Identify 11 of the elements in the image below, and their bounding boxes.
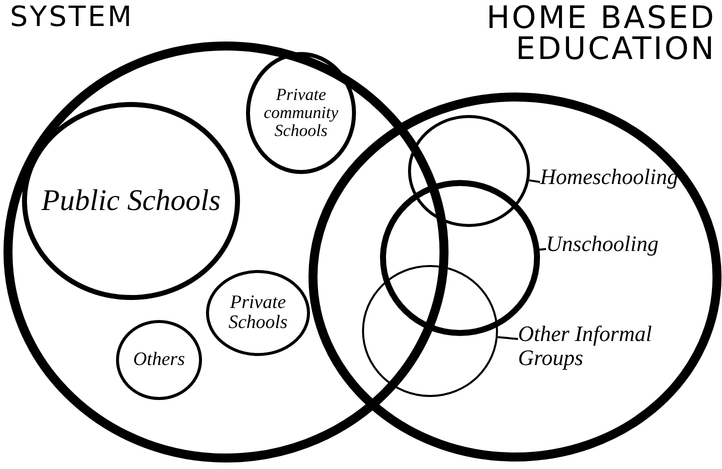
set-label: Unschooling xyxy=(546,232,706,266)
leader-line xyxy=(539,248,546,251)
set-label: Homeschooling xyxy=(540,165,710,199)
heading: HOME BASED EDUCATION xyxy=(485,3,716,65)
set-circle: Private Schools xyxy=(206,270,310,356)
set-circle: Private community Schools xyxy=(246,52,356,174)
leader-line xyxy=(498,336,518,340)
leader-line xyxy=(529,179,540,183)
heading: SYSTEM xyxy=(10,3,135,31)
set-circle: Others xyxy=(116,320,202,400)
set-label: Other Informal Groups xyxy=(518,322,708,380)
